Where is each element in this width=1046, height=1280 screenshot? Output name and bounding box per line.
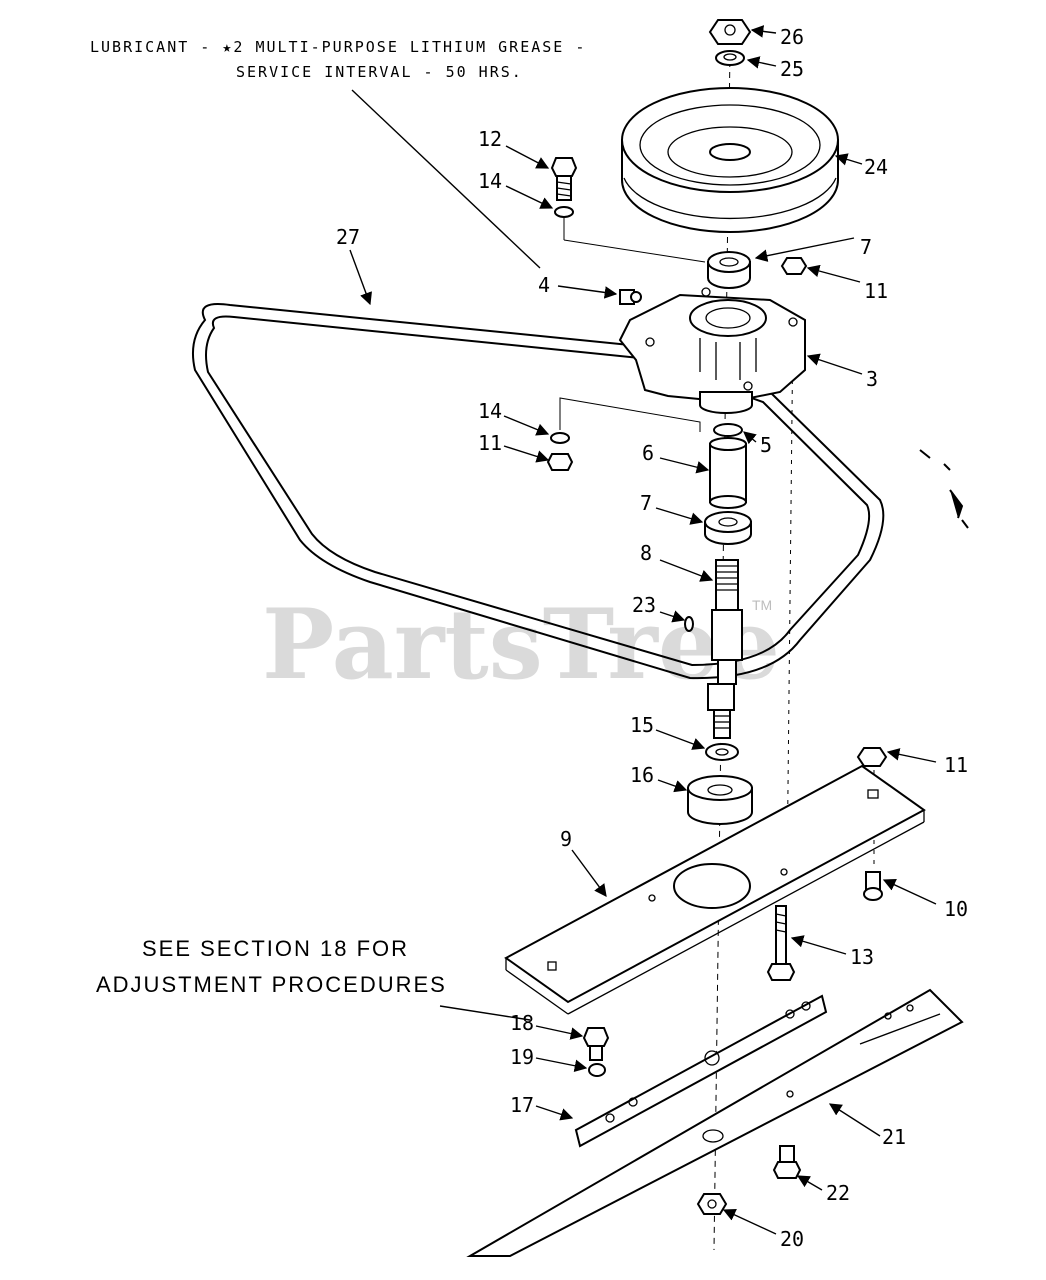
callout-20: 20 (780, 1227, 804, 1251)
part-22-bolt (772, 1145, 802, 1179)
callout-13: 13 (850, 945, 874, 969)
part-11-nut-top (780, 257, 808, 275)
callout-8: 8 (640, 541, 652, 565)
part-8-shaft (707, 559, 743, 739)
part-16-cup (687, 775, 753, 825)
part-6-spacer (709, 437, 747, 509)
adjust-note-line2: ADJUSTMENT PROCEDURES (96, 972, 447, 997)
part-12-bolt (550, 157, 578, 201)
callout-17: 17 (510, 1093, 534, 1117)
callout-11-top: 11 (864, 279, 888, 303)
bolt-12-axis-b (563, 239, 706, 263)
part-18-bolt (582, 1027, 610, 1061)
callout-26: 26 (780, 25, 804, 49)
callout-5: 5 (760, 433, 772, 457)
callout-7-top: 7 (860, 235, 872, 259)
callout-27: 27 (336, 225, 360, 249)
callout-16: 16 (630, 763, 654, 787)
part-9-plate (504, 764, 926, 1015)
part-23-key (684, 616, 694, 632)
part-17-bar (574, 994, 828, 1148)
part-3-spindle-housing (618, 287, 806, 414)
callout-14-mid: 14 (478, 399, 502, 423)
part-7-bearing-bottom (704, 511, 752, 545)
part-14-lockwasher-top (554, 206, 574, 218)
callout-10: 10 (944, 897, 968, 921)
part-4-grease-fitting (619, 289, 642, 305)
lubricant-leader (351, 89, 541, 269)
callout-23: 23 (632, 593, 656, 617)
callout-7-bottom: 7 (640, 491, 652, 515)
part-15-washer (705, 743, 739, 761)
callout-11-right: 11 (944, 753, 968, 777)
lubricant-note-line1: LUBRICANT - ★2 MULTI-PURPOSE LITHIUM GRE… (90, 38, 586, 56)
callout-6: 6 (642, 441, 654, 465)
part-21-blade (466, 988, 964, 1257)
center-axis (713, 49, 731, 1251)
lubricant-note-line2: SERVICE INTERVAL - 50 HRS. (236, 63, 523, 81)
adjust-leader (439, 1005, 531, 1021)
part-19-nut (588, 1063, 606, 1077)
callout-25: 25 (780, 57, 804, 81)
callout-22: 22 (826, 1181, 850, 1205)
callout-leaders (349, 25, 937, 1235)
part-20-nut (696, 1193, 728, 1215)
part-27-belt (192, 303, 885, 680)
stray-marks (919, 449, 969, 529)
part-24-pulley (621, 87, 839, 233)
callout-14-top: 14 (478, 169, 502, 193)
part-11-nut-mid (546, 453, 574, 471)
callout-15: 15 (630, 713, 654, 737)
callout-11-mid: 11 (478, 431, 502, 455)
part-5-snap-ring (713, 423, 743, 437)
bolt-axis (786, 319, 794, 881)
callout-21: 21 (882, 1125, 906, 1149)
callout-18: 18 (510, 1011, 534, 1035)
part-13-bolt (766, 905, 796, 981)
callout-19: 19 (510, 1045, 534, 1069)
hardware-axis-left (559, 397, 701, 432)
part-11-nut-right (856, 747, 888, 767)
callout-4: 4 (538, 273, 550, 297)
callout-12: 12 (478, 127, 502, 151)
part-7-bearing-top (707, 251, 751, 289)
callout-3: 3 (866, 367, 878, 391)
watermark-tm: TM (752, 597, 772, 613)
callout-labels: 26 25 24 12 14 27 7 11 4 3 14 11 5 6 7 8… (336, 25, 968, 1251)
callout-9: 9 (560, 827, 572, 851)
part-25-washer (715, 50, 745, 66)
watermark: PartsTree (262, 588, 780, 701)
part-10-screw (863, 871, 883, 901)
callout-24: 24 (864, 155, 888, 179)
part-14-lockwasher-mid (550, 432, 570, 444)
adjust-note-line1: SEE SECTION 18 FOR (142, 936, 409, 961)
part-26-nut (708, 19, 752, 45)
